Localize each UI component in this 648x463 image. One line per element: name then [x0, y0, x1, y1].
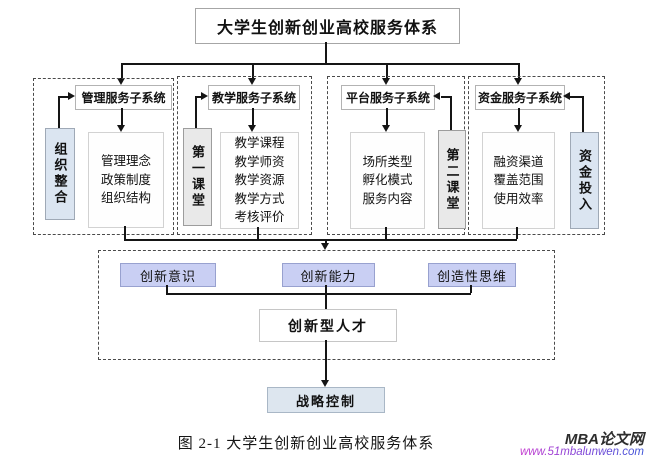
outcome-left-drop-line [166, 285, 168, 293]
platform-down-line [386, 108, 388, 125]
subsystem-group-funding [468, 76, 605, 235]
capital-elbow-hline [570, 96, 583, 98]
teaching-down-arrowhead [248, 125, 256, 132]
outcome-join-line [166, 293, 471, 295]
side-label-organization-integration-text: 组织整合 [52, 142, 68, 206]
converge-bus-line [124, 239, 517, 241]
platform-down-arrowhead [382, 125, 390, 132]
subsystem-items-funding-text: 融资渠道 覆盖范围 使用效率 [493, 154, 544, 206]
top-bus-line [122, 63, 520, 65]
subsystem-header-funding: 资金服务子系统 [475, 85, 565, 110]
converge-center-line [325, 239, 327, 244]
organization-elbow-hline [58, 96, 69, 98]
branch-arrowhead-2 [248, 78, 256, 85]
outcome-box-innovation-awareness: 创新意识 [120, 263, 216, 287]
second-classroom-elbow-arrowhead [433, 92, 440, 100]
branch-arrowhead-4 [514, 78, 522, 85]
figure-caption: 图 2-1 大学生创新创业高校服务体系 [177, 436, 435, 452]
branch-line-2 [252, 63, 254, 79]
subsystem-group-teaching [177, 76, 312, 235]
subsystem-header-funding-label: 资金服务子系统 [477, 91, 562, 105]
subsystem-header-teaching: 教学服务子系统 [208, 85, 300, 110]
subsystem-items-funding: 融资渠道 覆盖范围 使用效率 [482, 132, 555, 229]
subsystem-header-platform-label: 平台服务子系统 [345, 91, 430, 105]
branch-arrowhead-1 [117, 78, 125, 85]
subsystem-items-management: 管理理念 政策制度 组织结构 [88, 132, 164, 228]
side-label-organization-integration: 组织整合 [45, 128, 75, 220]
funding-down-arrowhead [514, 125, 522, 132]
watermark-site-name: MBA论文网 [564, 431, 644, 448]
funding-down-line [518, 108, 520, 125]
side-label-second-classroom-text: 第二课堂 [444, 147, 460, 212]
management-down-line [121, 108, 123, 125]
converge-stub-4 [516, 227, 518, 239]
management-down-arrowhead [117, 125, 125, 132]
organization-elbow-vline [58, 96, 60, 128]
subsystem-header-teaching-label: 教学服务子系统 [211, 91, 296, 105]
outcome-creative-thinking-label: 创造性思维 [436, 268, 507, 284]
talent-control-line [325, 340, 327, 380]
talent-control-arrowhead [321, 380, 329, 387]
second-classroom-elbow-hline [441, 96, 451, 98]
diagram-title: 大学生创新创业高校服务体系 [216, 20, 438, 37]
branch-line-4 [518, 63, 520, 79]
control-box: 战略控制 [267, 387, 385, 413]
subsystem-header-platform: 平台服务子系统 [341, 85, 435, 110]
converge-stub-3 [385, 227, 387, 239]
outcome-box-innovation-ability: 创新能力 [282, 263, 375, 287]
first-classroom-elbow-arrowhead [201, 92, 208, 100]
converge-stub-2 [257, 227, 259, 239]
second-classroom-elbow-vline [450, 96, 452, 130]
capital-elbow-arrowhead [563, 92, 570, 100]
outcome-right-drop-line [470, 285, 472, 293]
first-classroom-elbow-hline [195, 96, 202, 98]
first-classroom-elbow-vline [195, 96, 197, 128]
talent-label: 创新型人才 [288, 317, 368, 334]
capital-elbow-vline [582, 96, 584, 132]
subsystem-header-management-label: 管理服务子系统 [81, 91, 166, 105]
converge-center-arrowhead [321, 243, 329, 250]
teaching-down-line [252, 108, 254, 125]
branch-line-3 [386, 63, 388, 79]
subsystem-items-teaching-text: 教学课程 教学师资 教学资源 教学方式 考核评价 [234, 136, 285, 225]
side-label-first-classroom-text: 第一课堂 [190, 145, 205, 209]
outcome-box-creative-thinking: 创造性思维 [428, 263, 516, 287]
trunk-line [325, 42, 327, 63]
outcome-center-drop-line [325, 285, 327, 309]
organization-elbow-arrowhead [68, 92, 75, 100]
subsystem-items-platform: 场所类型 孵化模式 服务内容 [350, 132, 425, 229]
subsystem-items-management-text: 管理理念 政策制度 组织结构 [100, 154, 151, 206]
subsystem-group-management [33, 78, 174, 235]
watermark-site-url: www.51mbalunwen.com [519, 446, 644, 458]
branch-line-1 [121, 63, 123, 79]
subsystem-items-platform-text: 场所类型 孵化模式 服务内容 [362, 154, 413, 206]
side-label-second-classroom: 第二课堂 [438, 130, 466, 229]
side-label-capital-investment-text: 资金投入 [577, 148, 592, 213]
side-label-capital-investment: 资金投入 [570, 132, 599, 229]
control-label: 战略控制 [295, 393, 356, 409]
outcome-innovation-ability-label: 创新能力 [300, 268, 357, 284]
title-box: 大学生创新创业高校服务体系 [195, 8, 460, 44]
converge-stub-1 [124, 226, 126, 239]
subsystem-header-management: 管理服务子系统 [75, 85, 172, 110]
subsystem-items-teaching: 教学课程 教学师资 教学资源 教学方式 考核评价 [220, 132, 299, 229]
outcomes-group [98, 250, 555, 360]
branch-arrowhead-3 [382, 78, 390, 85]
talent-box: 创新型人才 [259, 309, 397, 342]
side-label-first-classroom: 第一课堂 [183, 128, 212, 226]
outcome-innovation-awareness-label: 创新意识 [139, 268, 196, 284]
